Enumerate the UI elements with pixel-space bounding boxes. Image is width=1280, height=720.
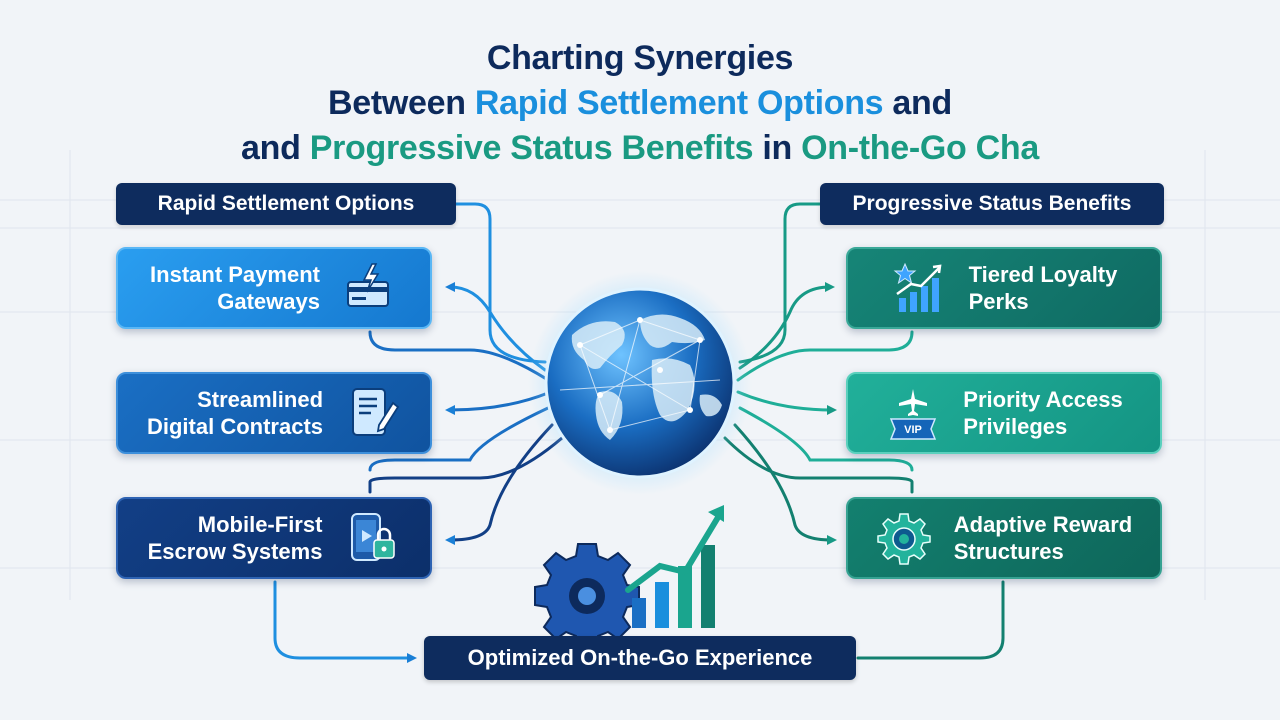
title-line-2: Between Rapid Settlement Options and	[0, 81, 1280, 126]
card-label: Priority Access Privileges	[963, 387, 1123, 439]
card-priority-access-privileges: VIP Priority Access Privileges	[846, 372, 1162, 454]
title-line-3-middle: in	[753, 129, 802, 167]
card-adaptive-reward-structures: Adaptive Reward Structures	[846, 497, 1162, 579]
title-line-2-suffix: and	[883, 84, 952, 122]
credit-card-lightning-icon	[346, 263, 389, 307]
card-label: Tiered Loyalty Perks	[968, 262, 1118, 314]
card-tiered-loyalty-perks: Tiered Loyalty Perks	[846, 247, 1162, 329]
card-label: Instant Payment Gateways	[150, 262, 320, 314]
title-line-3-highlight-2: On-the-Go Cha	[801, 129, 1039, 167]
vip-plane-icon: VIP	[890, 389, 937, 440]
star-growth-chart-icon	[893, 262, 942, 312]
card-label: Adaptive Reward Structures	[953, 512, 1133, 564]
svg-text:VIP: VIP	[904, 424, 922, 436]
card-mobile-first-escrow-systems: Mobile-First Escrow Systems	[116, 497, 432, 579]
title-line-3-prefix: and	[241, 129, 310, 167]
title-line-1: Charting Synergies	[486, 39, 794, 77]
card-label: Streamlined Digital Contracts	[146, 387, 324, 439]
left-column-header: Rapid Settlement Options	[116, 183, 456, 225]
diagram-title: Charting Synergies Between Rapid Settlem…	[0, 36, 1280, 171]
card-instant-payment-gateways: Instant Payment Gateways	[116, 247, 432, 329]
card-streamlined-digital-contracts: Streamlined Digital Contracts	[116, 372, 432, 454]
card-label: Mobile-First Escrow Systems	[147, 512, 323, 564]
bottom-outcome-label: Optimized On-the-Go Experience	[424, 636, 856, 680]
title-line-3-highlight: Progressive Status Benefits	[309, 129, 754, 167]
right-column-header: Progressive Status Benefits	[820, 183, 1164, 225]
title-line-2-highlight: Rapid Settlement Options	[474, 84, 884, 122]
tablet-document-pen-icon	[352, 388, 400, 436]
title-line-2-prefix: Between	[328, 84, 475, 122]
title-line-3: and Progressive Status Benefits in On-th…	[0, 126, 1280, 171]
gear-icon	[877, 513, 931, 565]
phone-lock-icon	[351, 513, 396, 561]
